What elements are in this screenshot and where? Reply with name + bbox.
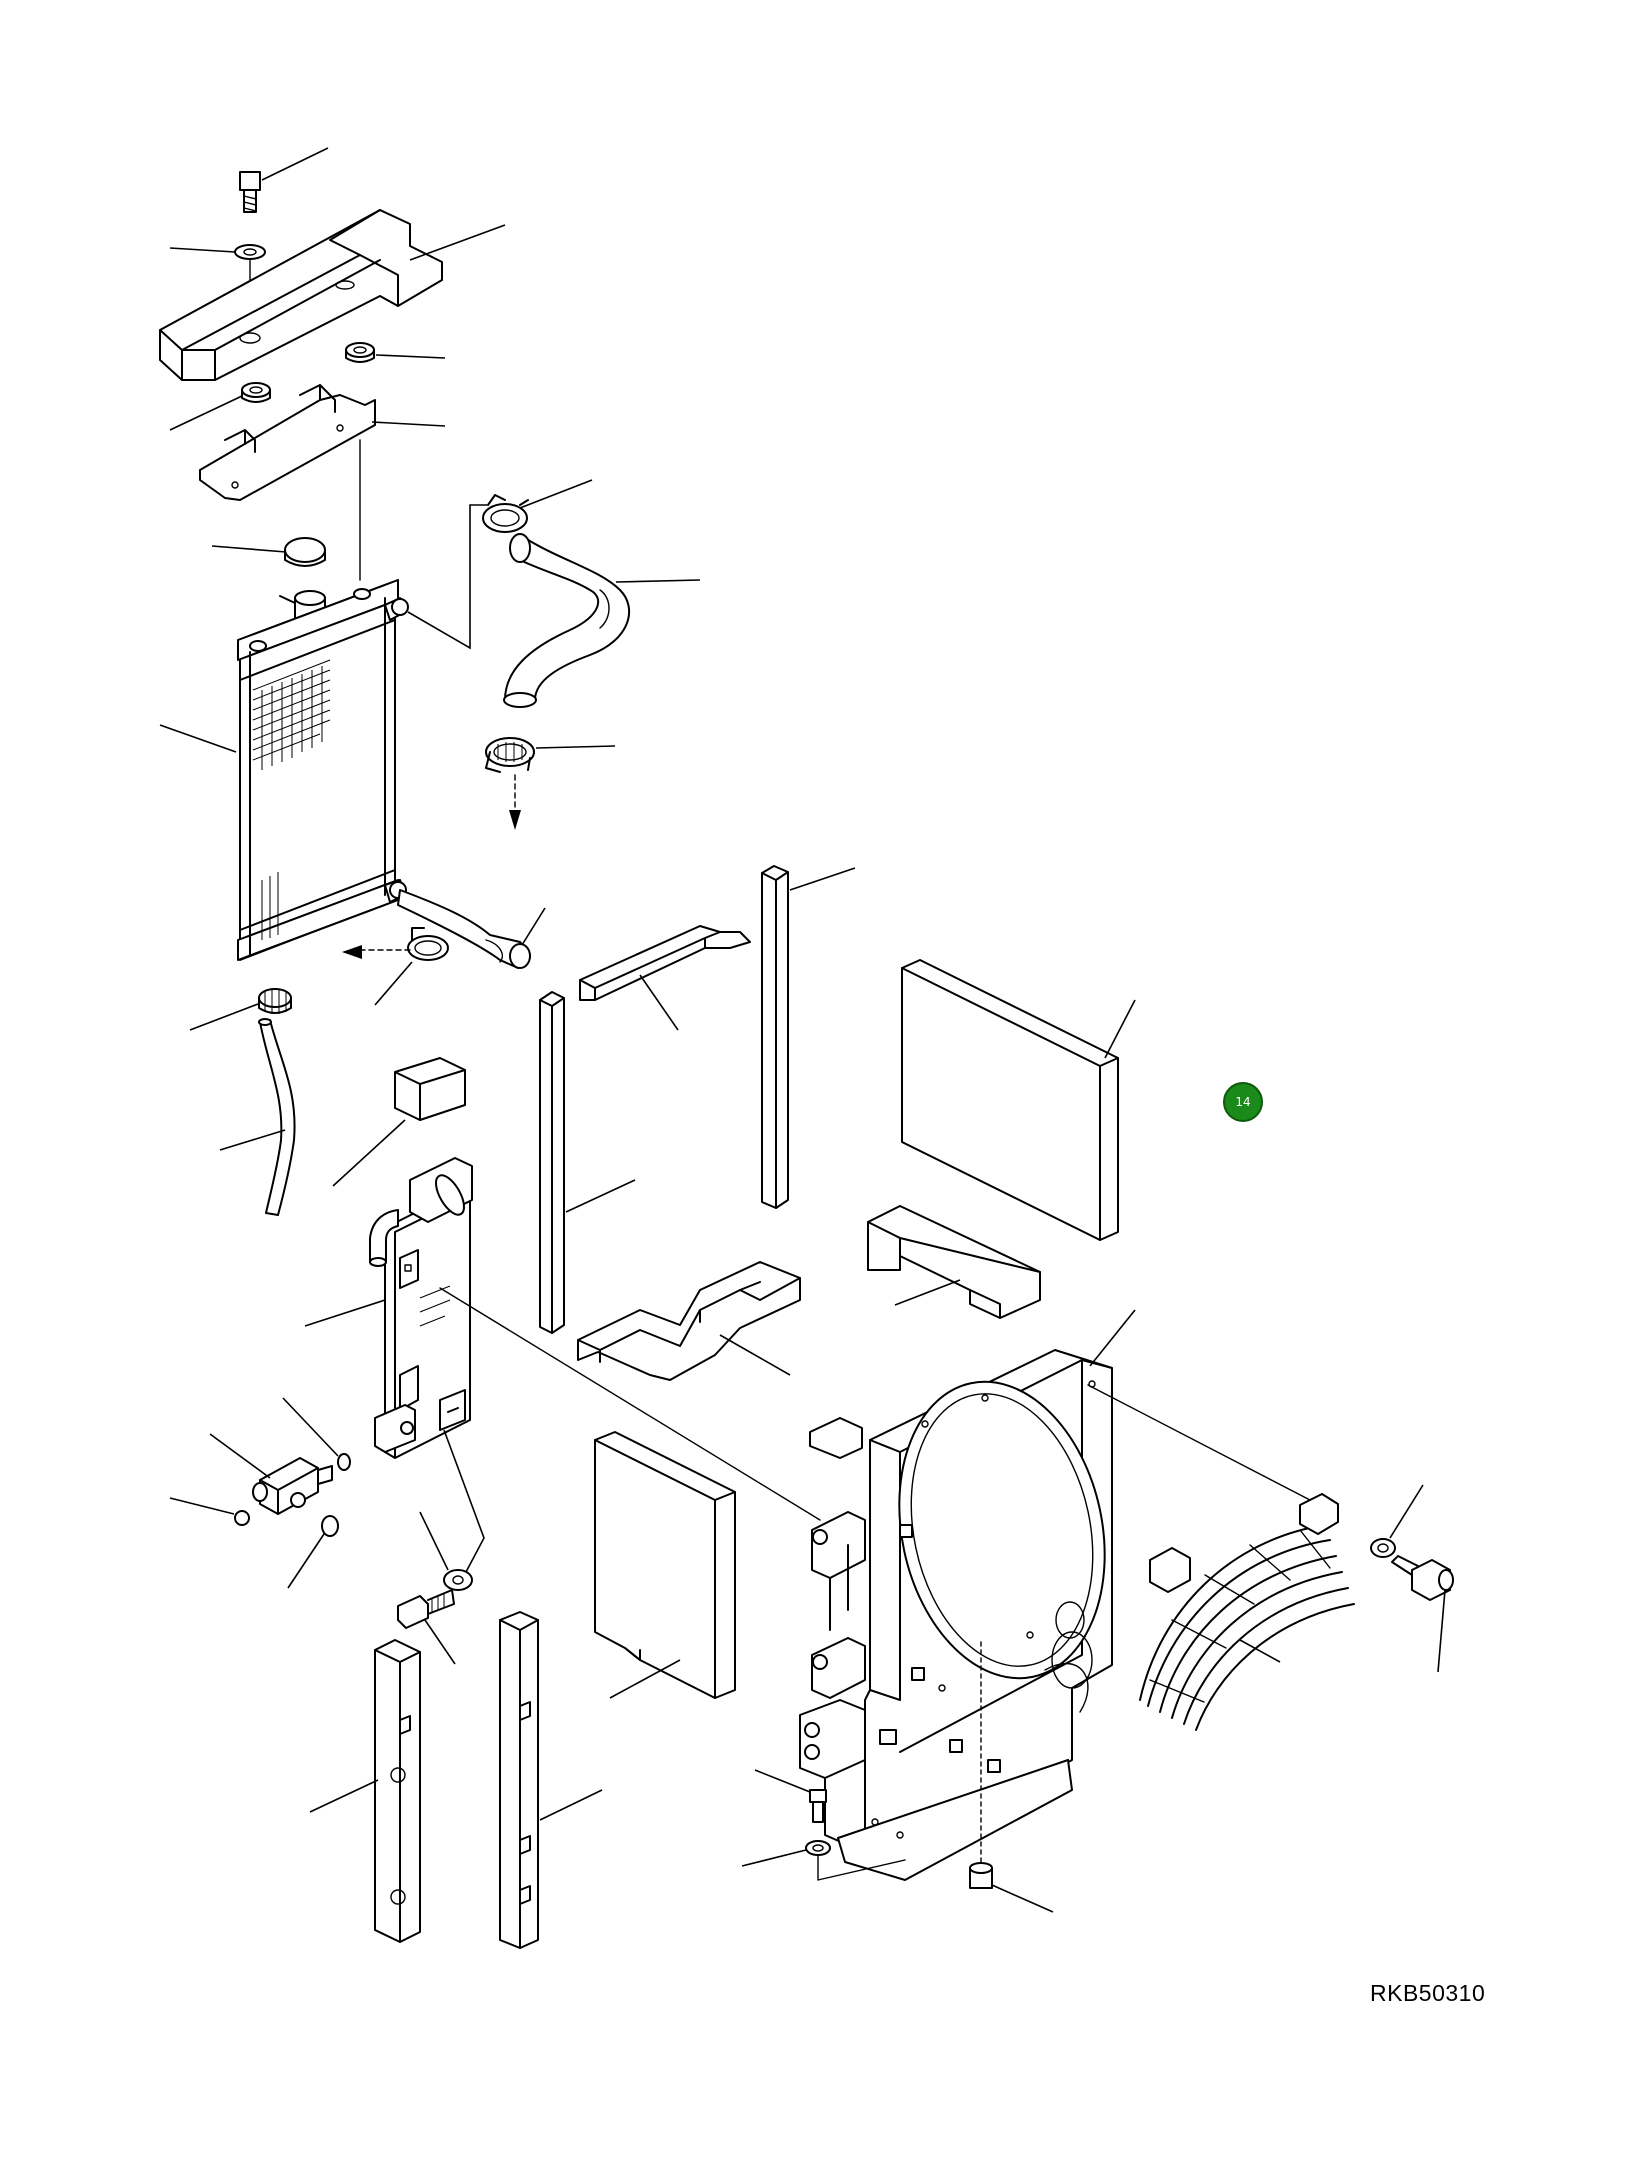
callout-14-marker[interactable]: 14 [1223,1082,1263,1122]
shroud-left-brackets [809,1417,925,1699]
guard-washer [1370,1484,1424,1558]
oil-cooler [304,1157,821,1521]
shroud-bottom-bolt [754,1769,827,1823]
top-grommet-right [345,342,446,363]
seal-strip-vertical-right [761,865,856,1209]
o-ring-bottom [287,1515,339,1589]
seal-u-block [867,1205,1041,1319]
drain-hose-clamp [189,988,292,1031]
seal-saddle [577,1261,801,1381]
cooler-bolt [397,1589,456,1665]
top-cover-plate [159,209,506,381]
shroud-bottom-nut [969,1639,1054,1913]
fan-shroud [864,1309,1136,1856]
guard-bolt [1391,1555,1454,1673]
lower-hose-elbow [397,889,546,969]
seal-strip-angled [579,925,751,1031]
top-grommet-left [169,382,271,431]
drain-hose [219,1018,296,1216]
oil-cooler-adapter [209,1433,333,1515]
seal-strip-notched-left [309,1639,421,1943]
o-ring-right [282,1397,351,1471]
drawing-code: RKB50310 [1370,1980,1486,2006]
radiator-upper-outlet [384,504,487,650]
seal-strip-vertical-left [539,991,636,1334]
o-ring-left [169,1497,250,1526]
shroud-lower-frame [799,1699,1073,1881]
radiator-core [159,579,399,961]
upper-hose-arrow [509,774,521,830]
top-bolt [239,147,329,213]
fan-guard [1087,1384,1355,1731]
seal-strip-notched-right [499,1611,603,1949]
lower-hose-arrow [342,945,411,959]
top-mounting-bracket [199,384,446,581]
upper-radiator-hose [503,533,701,708]
radiator-fin-hatch [252,659,331,940]
foam-block-small [332,1057,466,1187]
radiator-cap [211,537,326,567]
upper-hose-clamp-top [482,479,593,533]
shroud-bottom-washer [741,1840,906,1881]
foam-pad-large [901,959,1136,1241]
lower-hose-clamp [374,927,449,1006]
upper-hose-clamp-bottom [485,737,616,773]
cooler-washer [419,1429,485,1591]
foam-pad-panel [594,1431,736,1699]
